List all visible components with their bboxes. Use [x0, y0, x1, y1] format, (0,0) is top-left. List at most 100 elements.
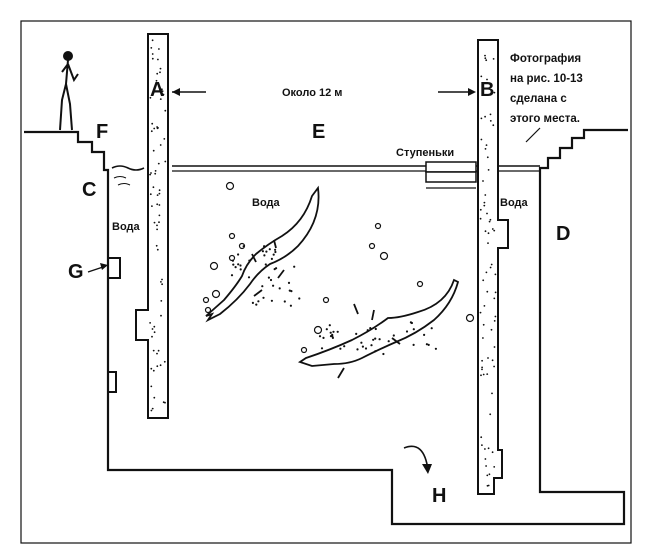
g-arrow	[87, 263, 108, 273]
bubble	[211, 289, 221, 299]
texture-dot	[484, 458, 487, 460]
texture-dot	[493, 229, 496, 232]
texture-dot	[161, 278, 163, 281]
texture-dot	[487, 169, 490, 171]
texture-dot	[486, 290, 489, 293]
texture-dot	[153, 331, 156, 334]
texture-dot	[163, 360, 166, 363]
texture-dot	[355, 332, 358, 335]
crocodile-upper	[205, 185, 320, 323]
texture-dot	[274, 248, 277, 251]
texture-dot	[272, 253, 275, 256]
texture-dot	[162, 401, 165, 404]
texture-dot	[151, 53, 154, 55]
texture-dot	[322, 336, 325, 339]
texture-dot	[267, 276, 270, 279]
texture-dot	[158, 221, 160, 224]
texture-dot	[490, 328, 493, 331]
texture-dot	[149, 96, 152, 99]
texture-dot	[232, 263, 235, 266]
texture-dot	[160, 314, 162, 317]
texture-dot	[374, 337, 377, 340]
label-d: D	[556, 223, 570, 245]
texture-dot	[239, 268, 242, 271]
texture-dot	[480, 75, 483, 78]
bubble	[379, 251, 389, 261]
texture-dot	[493, 346, 496, 348]
texture-dot	[157, 349, 160, 352]
bubble	[209, 261, 219, 271]
texture-dot	[488, 473, 491, 476]
texture-dot	[481, 359, 483, 362]
width-arrow-right	[438, 88, 476, 96]
texture-dot	[487, 447, 490, 450]
texture-dot	[494, 273, 497, 276]
photo-note-arrow	[525, 127, 541, 143]
texture-dot	[493, 466, 496, 468]
label-e: E	[312, 121, 325, 143]
texture-dot	[261, 250, 264, 253]
texture-dot	[412, 328, 415, 331]
wall-notch-lower	[108, 371, 117, 393]
texture-dot	[150, 130, 153, 133]
width-label: Около 12 м	[282, 87, 342, 99]
texture-dot	[484, 54, 486, 57]
label-h: H	[432, 485, 446, 507]
width-arrow-left	[172, 88, 206, 96]
bubble	[228, 232, 236, 240]
bubble	[322, 296, 330, 304]
texture-dot	[251, 301, 254, 304]
texture-dot	[155, 244, 158, 247]
texture-dot	[247, 276, 251, 279]
texture-dot	[263, 245, 266, 248]
texture-dot	[156, 224, 158, 227]
texture-dot	[372, 338, 375, 341]
texture-dot	[156, 203, 159, 206]
texture-dot	[158, 214, 161, 217]
texture-dot	[489, 266, 492, 269]
texture-dot	[156, 365, 159, 368]
texture-dot	[412, 343, 415, 346]
texture-dot	[157, 162, 160, 165]
texture-dot	[481, 366, 483, 369]
texture-dot	[237, 253, 240, 256]
label-f: F	[96, 121, 108, 143]
photo-note-line-1: Фотография	[510, 53, 581, 65]
h-arrow	[403, 445, 432, 474]
texture-dot	[370, 344, 373, 347]
texture-dot	[158, 204, 161, 206]
texture-dot	[479, 208, 482, 211]
bubble	[204, 306, 212, 314]
texture-dot	[405, 330, 409, 333]
texture-dot	[262, 296, 265, 299]
texture-dot	[491, 451, 494, 454]
texture-dot	[361, 345, 364, 348]
photo-note-line-4: этого места.	[510, 113, 580, 125]
texture-dot	[151, 39, 154, 42]
texture-dot	[486, 484, 489, 487]
texture-dot	[149, 193, 152, 196]
texture-dot	[153, 396, 156, 399]
texture-dot	[150, 47, 153, 49]
air-bubbles	[202, 181, 475, 354]
texture-dot	[159, 71, 161, 74]
texture-dot	[157, 58, 159, 61]
texture-dot	[263, 254, 266, 257]
texture-dot	[382, 352, 385, 356]
texture-dot	[293, 265, 296, 268]
texture-dot	[156, 248, 159, 251]
texture-dot	[156, 72, 159, 75]
texture-dot	[430, 327, 433, 330]
texture-dot	[484, 57, 487, 60]
texture-dot	[156, 127, 159, 130]
texture-dot	[287, 281, 291, 284]
texture-dot	[159, 364, 162, 367]
texture-dot	[329, 335, 333, 338]
texture-dot	[150, 172, 152, 174]
water-label-left: Вода	[112, 221, 141, 233]
bubble	[300, 346, 308, 354]
texture-dot	[485, 144, 488, 147]
texture-dot	[151, 335, 153, 338]
texture-dot	[274, 250, 277, 254]
label-g: G	[68, 261, 84, 283]
